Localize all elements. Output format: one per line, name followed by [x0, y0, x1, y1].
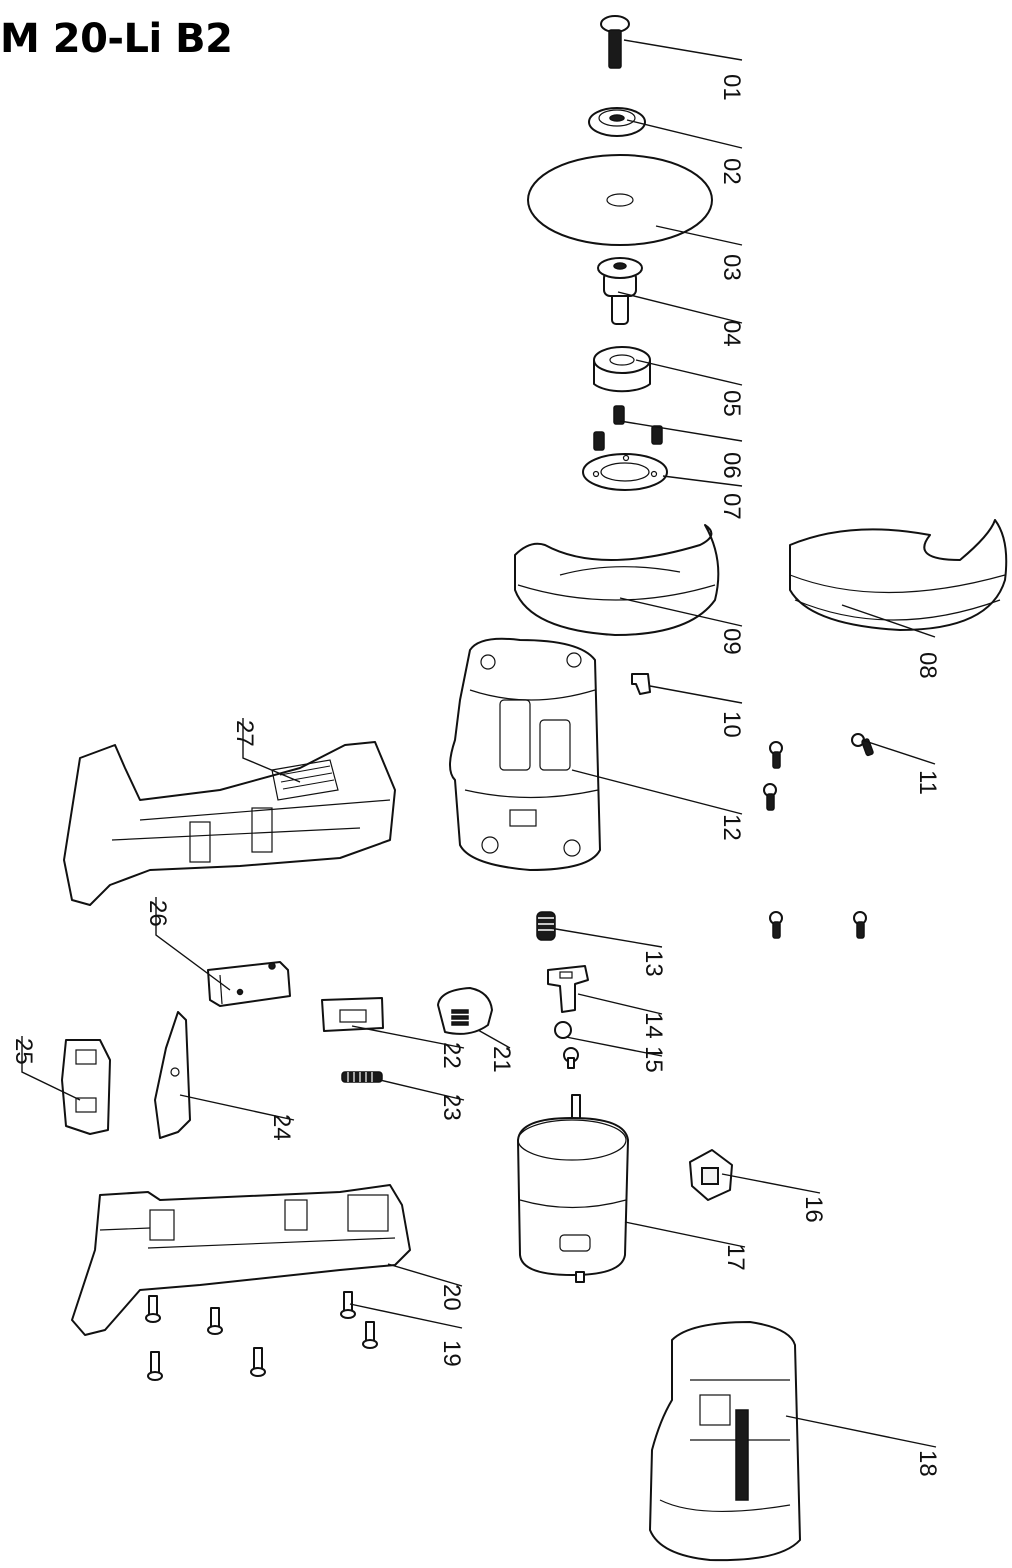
- part-03-disc-drawing: [527, 154, 713, 246]
- part-number-label: 17: [722, 1244, 749, 1271]
- part-23-spring-drawing: [341, 1071, 383, 1083]
- part-number-label: 13: [640, 950, 667, 977]
- part-number-label: 09: [718, 628, 745, 655]
- part-number-label: 16: [800, 1196, 827, 1223]
- part-04-spindle-drawing: [597, 257, 643, 325]
- part-number-label: 05: [718, 390, 745, 417]
- part-25-battery-terminal-drawing: [61, 1039, 111, 1135]
- part-number-label: 08: [914, 652, 941, 679]
- part-number-label: 12: [718, 814, 745, 841]
- part-number-label: 23: [438, 1094, 465, 1121]
- part-number-label: 03: [718, 254, 745, 281]
- part-number-label: 04: [718, 320, 745, 347]
- part-22-slider-drawing: [321, 997, 384, 1032]
- part-number-label: 02: [718, 158, 745, 185]
- part-labels: 01 02 03 04 05 06 07 08 09 10 11 12 13 1…: [10, 74, 941, 1477]
- part-number-label: 19: [438, 1340, 465, 1367]
- part-number-label: 26: [144, 900, 171, 927]
- part-07-plate-drawing: [582, 453, 668, 491]
- part-20-handle-half-drawing: [71, 1184, 411, 1336]
- part-number-label: 27: [231, 720, 258, 747]
- part-number-label: 18: [914, 1450, 941, 1477]
- part-number-label: 20: [438, 1284, 465, 1311]
- part-24-pcb-drawing: [154, 1011, 191, 1139]
- part-number-label: 22: [438, 1042, 465, 1069]
- part-17-motor-drawing: [517, 1094, 629, 1283]
- part-number-label: 01: [718, 74, 745, 101]
- part-08-guard-large-drawing: [789, 519, 1008, 631]
- part-12-gear-housing-drawing: [449, 637, 601, 871]
- part-05-bearing-drawing: [593, 346, 651, 393]
- part-number-label: 21: [488, 1046, 515, 1073]
- part-27-handle-half-drawing: [63, 741, 396, 906]
- part-10-clip-drawing: [631, 673, 651, 695]
- part-number-label: 14: [640, 1012, 667, 1039]
- part-number-label: 25: [10, 1038, 37, 1065]
- part-number-label: 10: [718, 711, 745, 738]
- part-15-button-drawing: [554, 1021, 579, 1069]
- part-06-screws-drawing: [593, 405, 663, 451]
- part-number-label: 24: [268, 1114, 295, 1141]
- part-19-screws-drawing: [145, 1291, 378, 1381]
- part-11-screws-drawing: [763, 733, 874, 939]
- part-16-nut-drawing: [689, 1149, 733, 1201]
- part-number-label: 07: [718, 493, 745, 520]
- part-number-label: 11: [914, 770, 941, 795]
- part-01-screw-drawing: [600, 15, 630, 69]
- part-13-spring-drawing: [536, 911, 556, 941]
- part-number-label: 06: [718, 452, 745, 479]
- part-02-flange-nut-drawing: [588, 107, 646, 137]
- part-18-motor-housing-drawing: [649, 1321, 801, 1562]
- part-09-guard-drawing: [514, 524, 720, 636]
- part-26-switch-drawing: [207, 961, 291, 1007]
- part-14-lock-lever-drawing: [547, 965, 589, 1013]
- part-21-switch-button-drawing: [437, 987, 493, 1035]
- diagram-title: M 20-Li B2: [0, 16, 233, 62]
- part-number-label: 15: [640, 1046, 667, 1073]
- leader-lines: [21, 39, 937, 1448]
